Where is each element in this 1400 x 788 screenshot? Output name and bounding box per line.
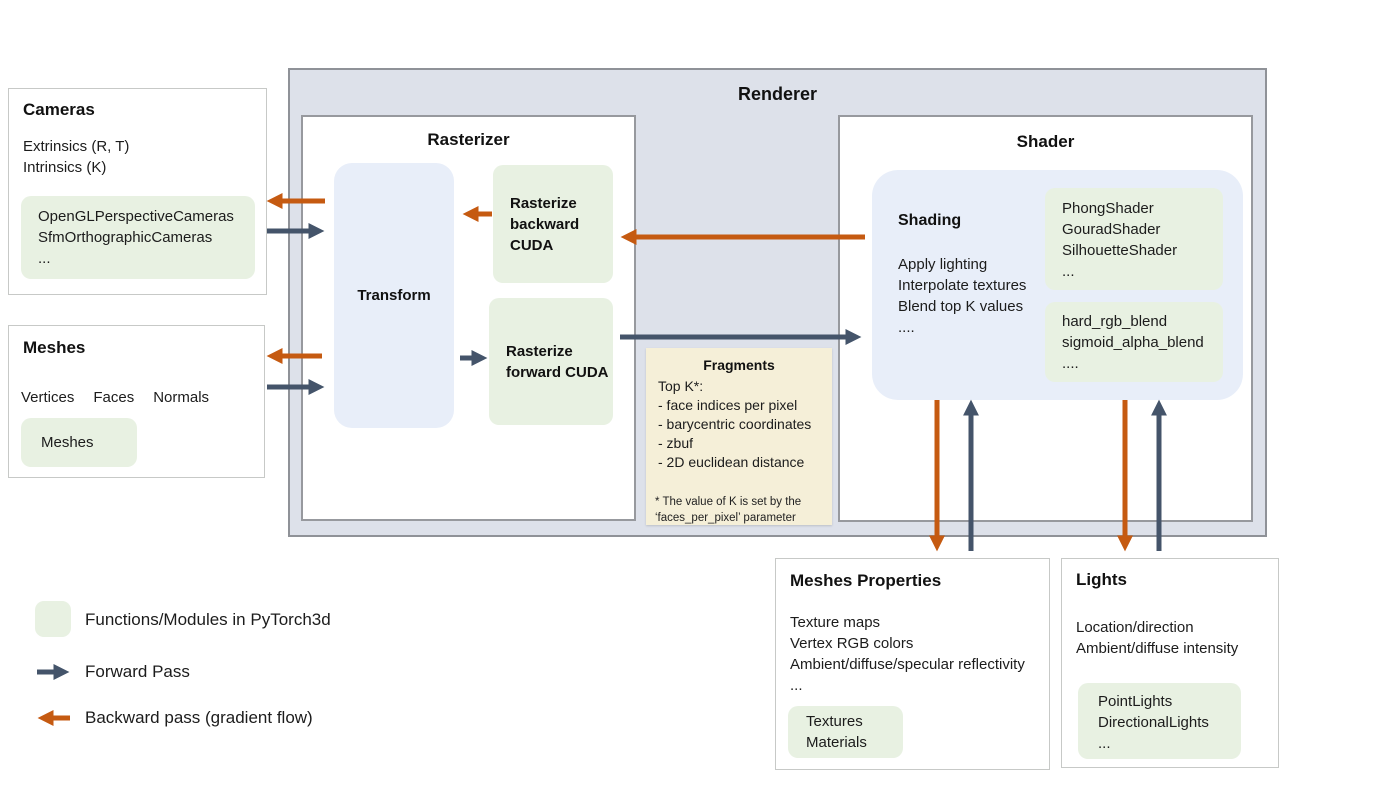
cameras-line: Intrinsics (K): [23, 159, 107, 176]
transform-label: Transform: [357, 287, 431, 304]
fragments-line: - barycentric coordinates: [658, 416, 812, 432]
lights-lines: Location/direction Ambient/diffuse inten…: [1076, 617, 1278, 659]
fragments-lines: Top K*: - face indices per pixel - baryc…: [658, 377, 811, 472]
meshes-fields: Vertices Faces Normals: [21, 387, 209, 408]
shader-class: GouradShader: [1062, 221, 1161, 238]
shader-class: SilhouetteShader: [1062, 242, 1178, 259]
rasterize-backward-module: Rasterize backward CUDA: [493, 165, 613, 283]
lights-line: Location/direction: [1076, 619, 1194, 636]
fragments-footnote-line: * The value of K is set by the: [655, 496, 802, 508]
renderer-title: Renderer: [737, 84, 818, 104]
fragments-title: Fragments: [703, 357, 775, 373]
lights-module: PointLights DirectionalLights ...: [1078, 683, 1241, 759]
fragments-footnote-line: ‘faces_per_pixel’ parameter: [655, 512, 796, 524]
meshes-properties-line: Ambient/diffuse/specular reflectivity: [790, 656, 1025, 673]
cameras-module: OpenGLPerspectiveCameras SfmOrthographic…: [21, 196, 255, 279]
fragments-box: Fragments Top K*: - face indices per pix…: [646, 348, 832, 525]
shader-class: ...: [1062, 263, 1075, 280]
shading-lines: Apply lighting Interpolate textures Blen…: [898, 254, 1026, 338]
fragments-line: - zbuf: [658, 435, 694, 451]
lights-line: Ambient/diffuse intensity: [1076, 640, 1239, 657]
transform-box: Transform: [334, 163, 454, 428]
shading-line: Blend top K values: [898, 298, 1024, 315]
lights-module-line: PointLights: [1098, 693, 1173, 710]
fragments-footnote: * The value of K is set by the ‘faces_pe…: [655, 494, 801, 526]
meshes-properties-title: Meshes Properties: [790, 571, 942, 590]
meshes-panel: Meshes Vertices Faces Normals Meshes: [8, 325, 265, 478]
shader-class: PhongShader: [1062, 200, 1154, 217]
cameras-module-line: ...: [38, 250, 51, 267]
fragments-line: Top K*:: [658, 378, 704, 394]
meshes-title: Meshes: [23, 338, 86, 357]
shading-line: ....: [898, 319, 915, 336]
meshes-properties-module: Textures Materials: [788, 706, 903, 758]
blend-function: sigmoid_alpha_blend: [1062, 334, 1204, 351]
legend-module-swatch: [35, 601, 71, 637]
shader-classes-module: PhongShader GouradShader SilhouetteShade…: [1045, 188, 1223, 290]
lights-title: Lights: [1076, 570, 1127, 589]
shading-line: Interpolate textures: [898, 277, 1027, 294]
legend-module-label: Functions/Modules in PyTorch3d: [85, 610, 331, 629]
blend-function: hard_rgb_blend: [1062, 313, 1168, 330]
meshes-module-label: Meshes: [41, 434, 94, 451]
legend-forward-label: Forward Pass: [85, 662, 190, 681]
lights-panel: Lights Location/direction Ambient/diffus…: [1061, 558, 1279, 768]
meshes-properties-module-line: Materials: [806, 734, 867, 751]
fragments-line: - 2D euclidean distance: [658, 454, 805, 470]
lights-module-line: ...: [1098, 735, 1111, 752]
meshes-field: Normals: [153, 389, 210, 406]
fragments-line: - face indices per pixel: [658, 397, 798, 413]
cameras-module-line: OpenGLPerspectiveCameras: [38, 208, 234, 225]
lights-module-line: DirectionalLights: [1098, 714, 1209, 731]
shading-line: Apply lighting: [898, 256, 988, 273]
rasterize-forward-module: Rasterize forward CUDA: [489, 298, 613, 425]
blend-function: ....: [1062, 355, 1079, 372]
meshes-properties-module-line: Textures: [806, 713, 863, 730]
shading-title: Shading: [898, 212, 962, 229]
meshes-field: Faces: [93, 389, 135, 406]
meshes-properties-panel: Meshes Properties Texture maps Vertex RG…: [775, 558, 1050, 770]
cameras-panel: Cameras Extrinsics (R, T) Intrinsics (K)…: [8, 88, 267, 295]
cameras-title: Cameras: [23, 100, 95, 119]
rasterize-backward-label: Rasterize backward CUDA: [510, 194, 580, 254]
meshes-module: Meshes: [21, 418, 137, 467]
cameras-module-line: SfmOrthographicCameras: [38, 229, 213, 246]
meshes-properties-line: Texture maps: [790, 614, 881, 631]
rasterizer-title: Rasterizer: [427, 130, 510, 149]
legend-backward-label: Backward pass (gradient flow): [85, 708, 313, 727]
cameras-lines: Extrinsics (R, T) Intrinsics (K): [23, 136, 266, 178]
blend-functions-module: hard_rgb_blend sigmoid_alpha_blend ....: [1045, 302, 1223, 382]
cameras-line: Extrinsics (R, T): [23, 138, 130, 155]
meshes-properties-line: ...: [790, 677, 803, 694]
shader-title: Shader: [1016, 132, 1075, 151]
meshes-properties-line: Vertex RGB colors: [790, 635, 914, 652]
meshes-field: Vertices: [21, 389, 75, 406]
meshes-properties-lines: Texture maps Vertex RGB colors Ambient/d…: [790, 612, 1049, 696]
rasterize-forward-label: Rasterize forward CUDA: [506, 342, 609, 381]
